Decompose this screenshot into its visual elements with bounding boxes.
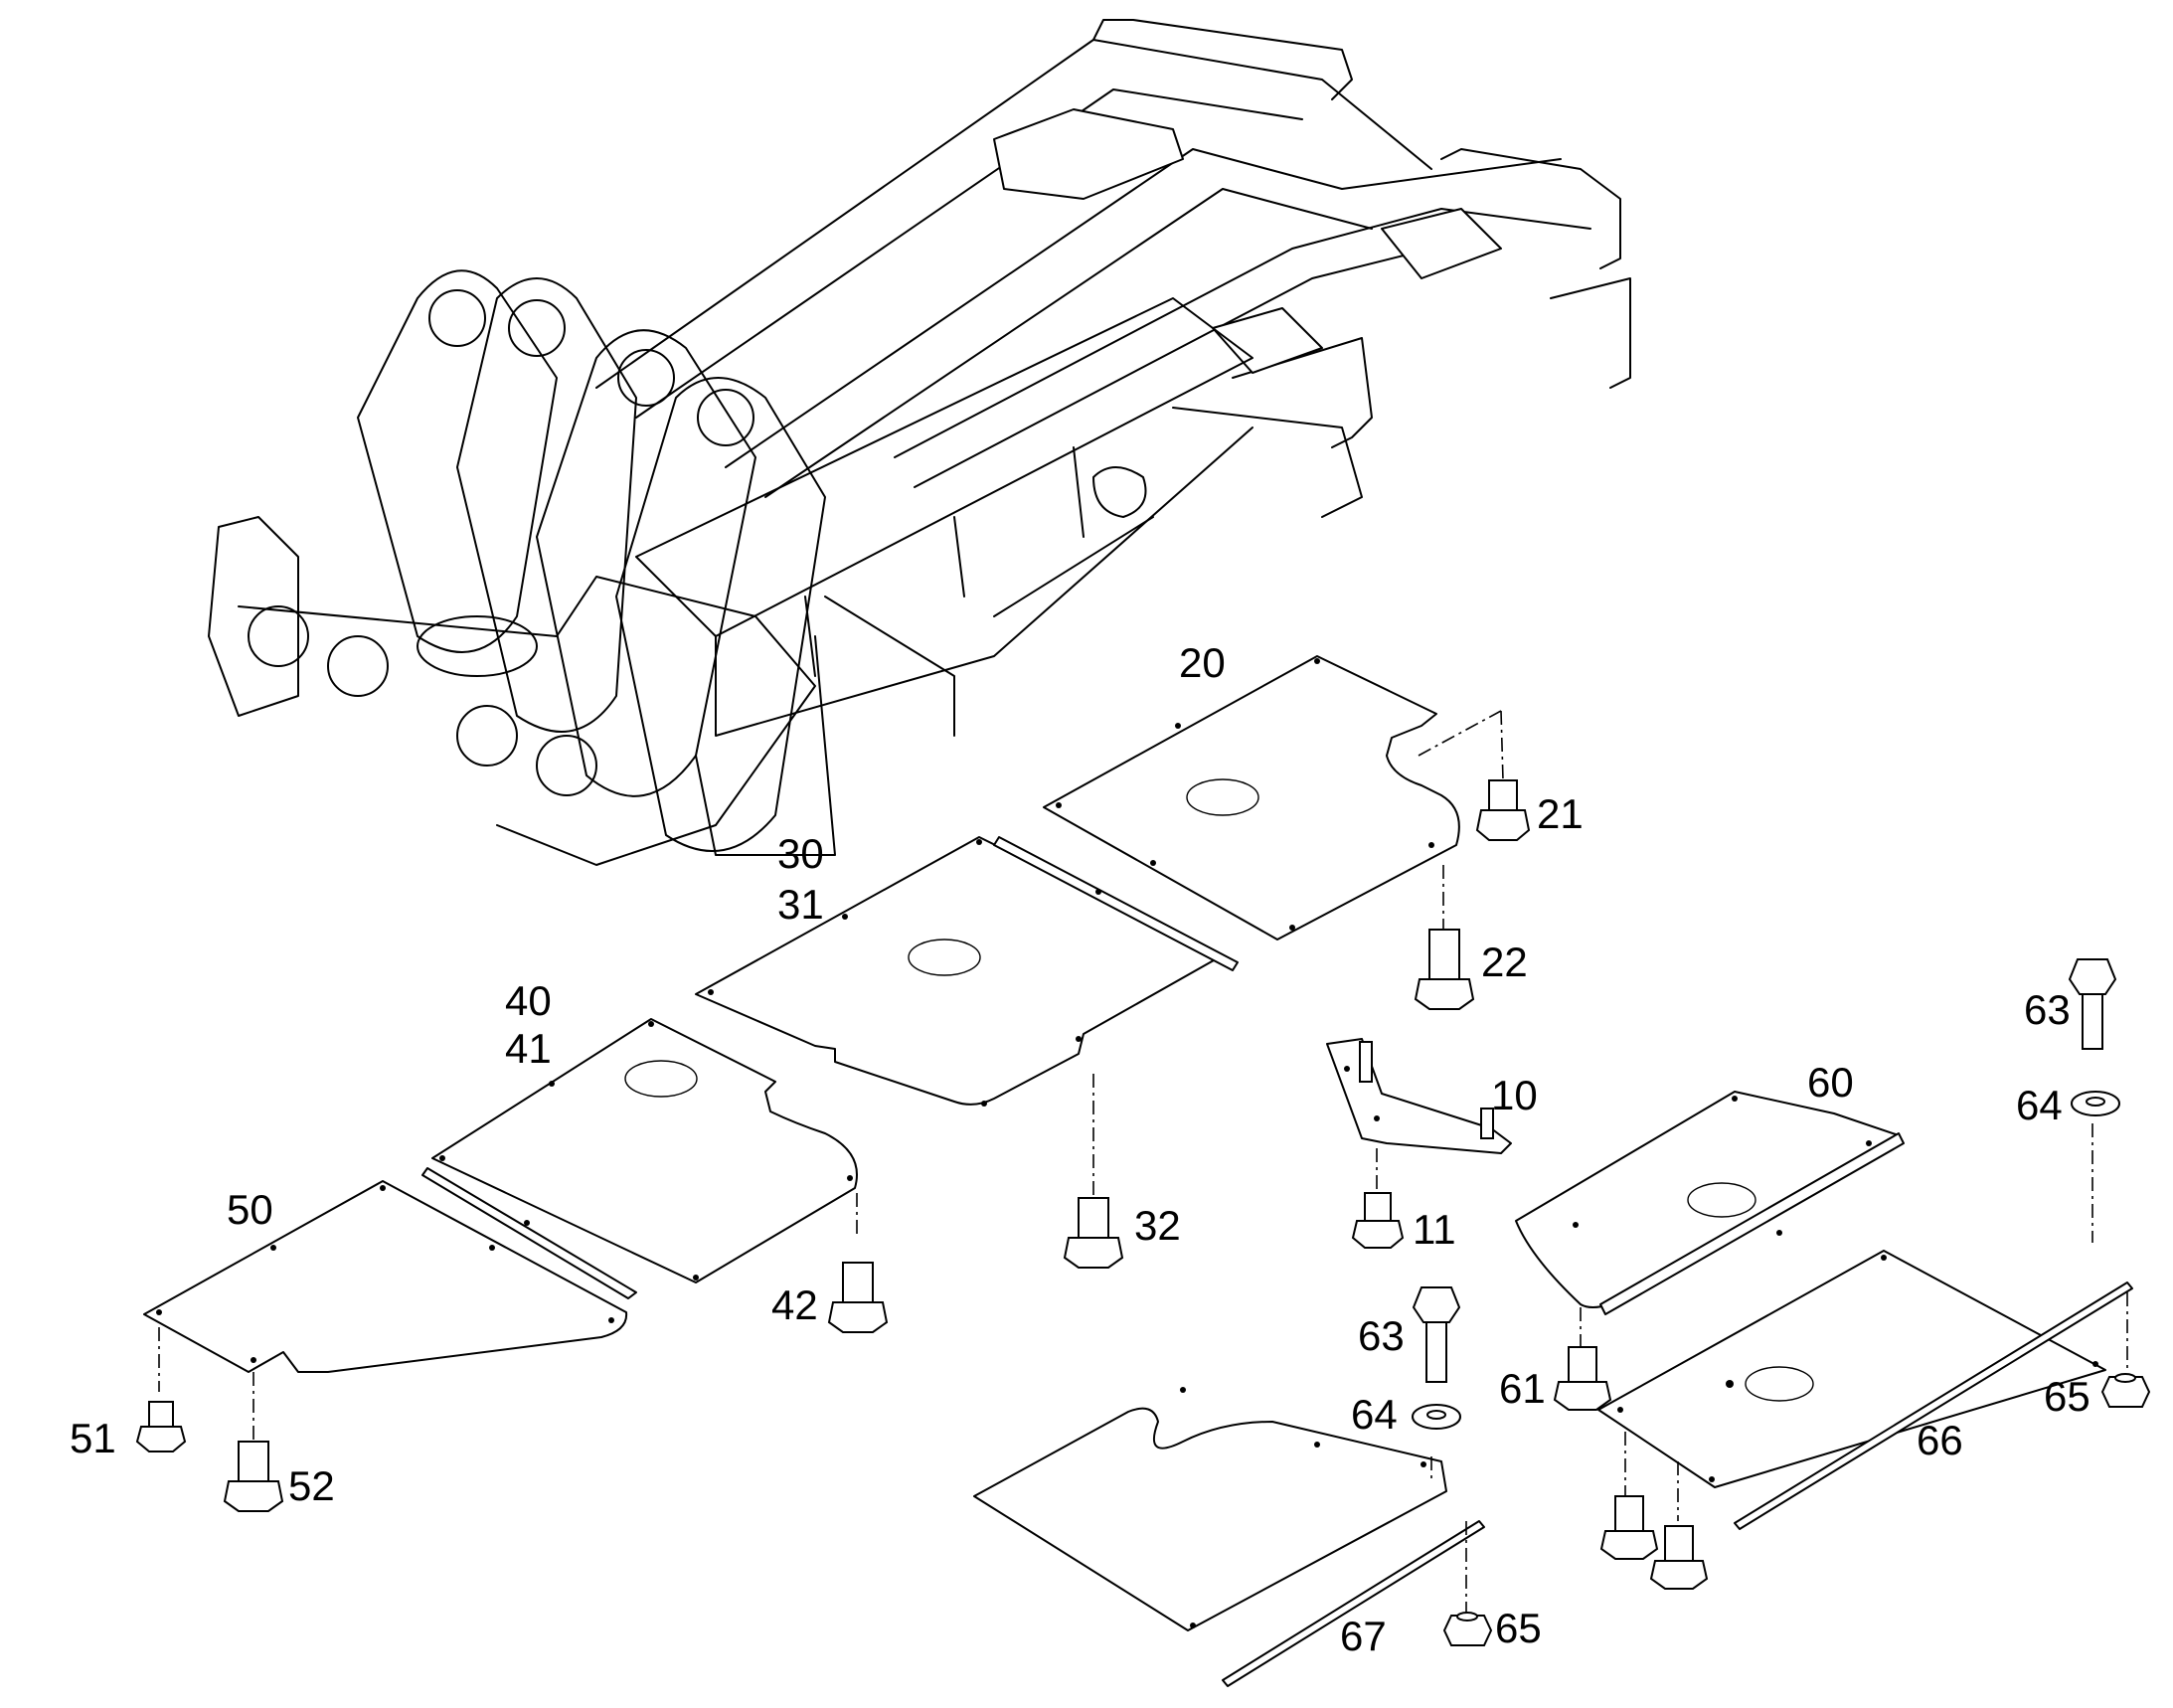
plate-30-31 — [695, 836, 1239, 1107]
callout-50: 50 — [227, 1186, 273, 1233]
callout-11: 11 — [1413, 1206, 1456, 1253]
callout-21: 21 — [1537, 790, 1584, 837]
plate-20 — [1043, 655, 1460, 940]
fastener-11 — [1351, 1192, 1405, 1249]
callout-64-lower: 64 — [1351, 1391, 1398, 1438]
washer-64-upper — [2071, 1091, 2120, 1116]
chassis-frame — [208, 19, 1631, 866]
bolt-63-upper — [2068, 958, 2117, 1050]
callout-22: 22 — [1481, 939, 1528, 985]
callout-63-upper: 63 — [2024, 986, 2071, 1033]
bolt-63-lower — [1412, 1286, 1461, 1383]
washer-64-lower — [1412, 1404, 1461, 1430]
callout-67: 67 — [1340, 1613, 1387, 1659]
callout-64-upper: 64 — [2016, 1082, 2063, 1128]
callout-10: 10 — [1491, 1072, 1538, 1118]
fastener-61 — [1553, 1346, 1612, 1411]
callout-42: 42 — [771, 1281, 818, 1328]
plate-40-41 — [421, 1018, 858, 1299]
callout-66: 66 — [1917, 1417, 1963, 1463]
fastener-42 — [827, 1262, 889, 1333]
fastener-51 — [135, 1401, 187, 1452]
bracket-10 — [1326, 1038, 1512, 1154]
callout-20: 20 — [1179, 639, 1226, 686]
nut-65-lower — [1442, 1612, 1493, 1646]
callout-32: 32 — [1134, 1202, 1181, 1249]
fastener-32 — [1063, 1197, 1124, 1269]
callout-65-upper: 65 — [2044, 1373, 2090, 1420]
callout-61: 61 — [1499, 1365, 1546, 1412]
nut-65-upper — [2100, 1373, 2151, 1408]
fastener-21 — [1475, 779, 1531, 841]
callout-63-lower: 63 — [1358, 1312, 1405, 1359]
callout-30: 30 — [777, 830, 824, 877]
fastener-22 — [1414, 929, 1475, 1010]
fastener-66-b — [1649, 1525, 1709, 1590]
fastener-66-a — [1599, 1495, 1659, 1560]
callout-52: 52 — [288, 1462, 335, 1509]
plate-66 — [1597, 1250, 2133, 1530]
callout-51: 51 — [70, 1415, 116, 1461]
callout-41: 41 — [505, 1025, 552, 1072]
callout-31: 31 — [777, 881, 824, 928]
callout-65-lower: 65 — [1495, 1605, 1542, 1651]
plate-50 — [143, 1180, 628, 1373]
plate-67 — [973, 1387, 1485, 1687]
assembly-lines — [158, 710, 2128, 1616]
fastener-52 — [223, 1441, 284, 1512]
callout-60: 60 — [1807, 1059, 1854, 1106]
plate-60 — [1515, 1091, 1905, 1315]
callout-40: 40 — [505, 977, 552, 1024]
